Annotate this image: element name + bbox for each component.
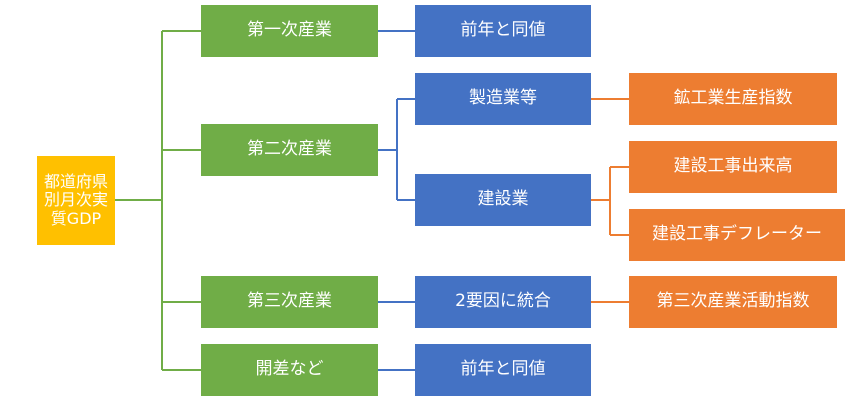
node-tertiary-industry: 第三次産業 [201, 276, 378, 328]
node-label: 開差など [255, 359, 324, 380]
node-mining-manufacturing-index: 鉱工業生産指数 [629, 73, 837, 125]
root-node-label: 都道府県 別月次実 質GDP [43, 171, 108, 228]
node-label: 製造業等 [469, 88, 537, 109]
node-label: 建設工事デフレーター [652, 224, 822, 245]
node-label: 第一次産業 [247, 20, 332, 41]
node-same-as-previous-year-2: 前年と同値 [415, 344, 591, 396]
node-same-as-previous-year-1: 前年と同値 [415, 5, 591, 57]
node-label: 第三次産業活動指数 [656, 291, 810, 312]
node-label: 第三次産業 [247, 291, 332, 312]
node-label: 建設工事出来高 [673, 156, 793, 177]
node-label: 前年と同値 [460, 20, 546, 41]
node-construction-output: 建設工事出来高 [629, 141, 837, 193]
root-node: 都道府県 別月次実 質GDP [37, 156, 115, 245]
node-discrepancy: 開差など [201, 344, 378, 396]
node-label: 建設業 [477, 189, 529, 210]
node-primary-industry: 第一次産業 [201, 5, 378, 57]
node-label: 第二次産業 [247, 139, 332, 160]
node-construction-deflator: 建設工事デフレーター [629, 209, 845, 261]
node-secondary-industry: 第二次産業 [201, 124, 378, 176]
node-label: 鉱工業生産指数 [673, 88, 793, 109]
node-merge-two-factors: 2要因に統合 [415, 276, 591, 328]
node-label: 2要因に統合 [455, 291, 551, 312]
node-manufacturing: 製造業等 [415, 73, 591, 125]
node-construction: 建設業 [415, 174, 591, 226]
node-tertiary-activity-index: 第三次産業活動指数 [629, 276, 837, 328]
node-label: 前年と同値 [460, 359, 546, 380]
